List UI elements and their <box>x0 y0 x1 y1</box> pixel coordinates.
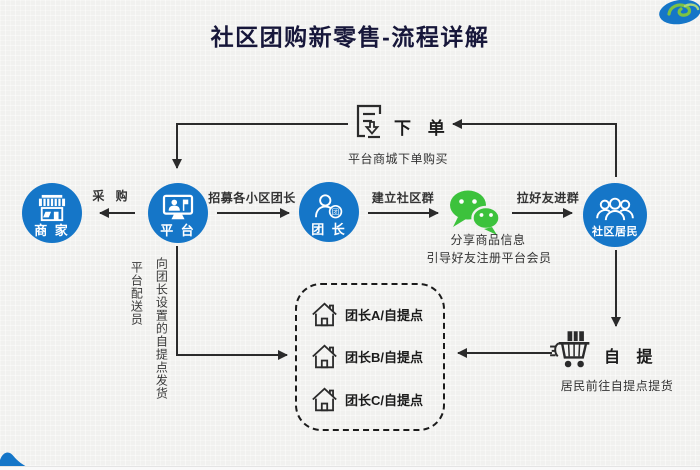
node-platform-label: 平 台 <box>160 222 196 238</box>
monitor-icon <box>162 194 194 222</box>
bottom-divider <box>0 466 700 470</box>
pickup-point-row: 团长A/自提点 <box>311 301 437 328</box>
order-list-icon <box>350 103 388 143</box>
pickup-point-row: 团长C/自提点 <box>311 386 437 413</box>
shopping-cart-icon <box>549 330 597 374</box>
pickup-point-row: 团长B/自提点 <box>311 343 437 370</box>
node-leader-label: 团 长 <box>311 221 347 237</box>
pickup-point-label: 团长B/自提点 <box>345 350 424 366</box>
node-merchant-label: 商 家 <box>34 222 70 238</box>
pickup-label: 自 提 <box>604 349 659 366</box>
flow-label-build-group: 建立社区群 <box>371 191 435 205</box>
flow-label-recruit: 招募各小区团长 <box>208 191 296 205</box>
page-title: 社区团购新零售-流程详解 <box>210 24 490 50</box>
wechat-icon <box>447 188 503 238</box>
pickup-points-group: 团长A/自提点 团长B/自提点 <box>295 283 445 431</box>
person-badge-icon: 团 <box>313 193 345 221</box>
order-subtitle: 平台商城下单购买 <box>347 152 448 166</box>
node-merchant: 商 家 <box>22 183 82 243</box>
house-icon <box>311 343 338 370</box>
node-residents: 社区居民 <box>583 183 647 247</box>
bottom-wave-decoration <box>0 450 32 468</box>
pickup-point-label: 团长A/自提点 <box>345 307 424 323</box>
delivery-note-column2: 平台配送员 <box>129 261 144 326</box>
pickup-point-label: 团长C/自提点 <box>345 393 424 409</box>
people-group-icon <box>595 196 635 225</box>
flow-label-invite: 拉好友进群 <box>516 191 580 205</box>
node-residents-label: 社区居民 <box>592 226 638 238</box>
house-icon <box>311 386 338 413</box>
wechat-note-line2: 引导好友注册平台会员 <box>426 251 552 265</box>
node-leader: 团 团 长 <box>299 182 359 242</box>
company-logo-icon <box>657 0 700 30</box>
storefront-icon <box>36 194 68 222</box>
delivery-note-column1: 向团长设置的自提点发货 <box>154 257 169 400</box>
flow-label-purchase: 采 购 <box>92 189 132 203</box>
leader-badge-char: 团 <box>332 207 339 216</box>
order-label: 下 单 <box>394 119 451 138</box>
pickup-subtitle: 居民前往自提点提货 <box>560 379 674 393</box>
house-icon <box>311 301 338 328</box>
wechat-note-line1: 分享商品信息 <box>450 233 526 247</box>
node-platform: 平 台 <box>148 183 208 243</box>
